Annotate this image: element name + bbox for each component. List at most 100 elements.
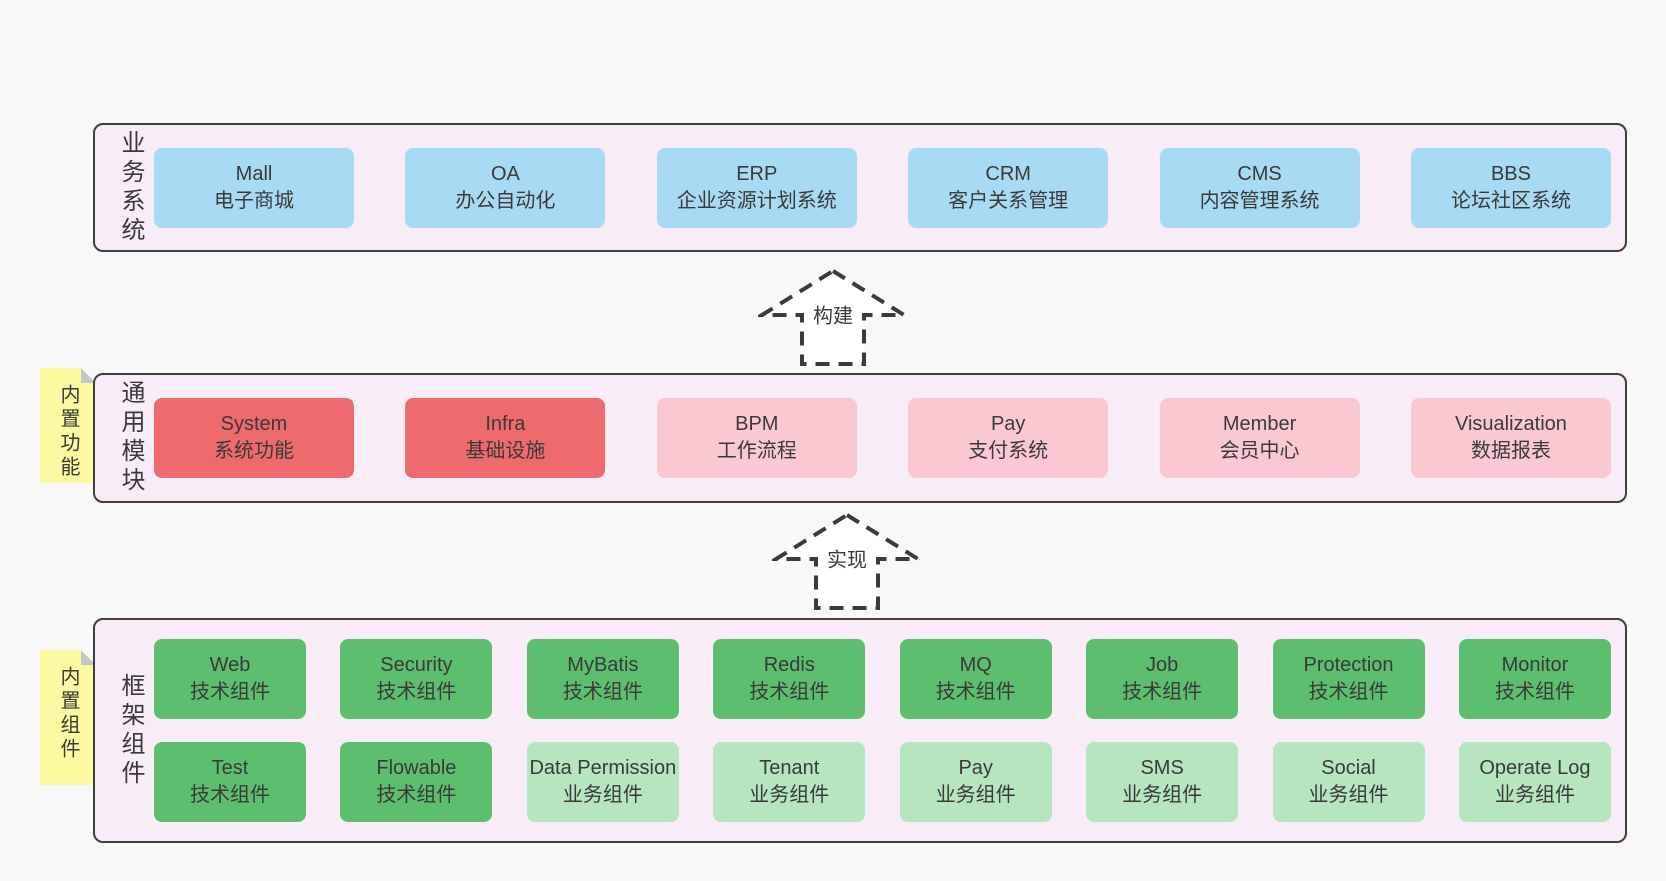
box-monitor: Monitor 技术组件 xyxy=(1458,639,1611,719)
box-title: Web xyxy=(209,654,251,676)
box-subtitle: 技术组件 xyxy=(935,681,1016,703)
box-title: BBS xyxy=(1490,162,1531,185)
box-data-permission: Data Permission 业务组件 xyxy=(526,742,679,822)
box-title: SMS xyxy=(1140,757,1184,779)
box-mybatis: MyBatis 技术组件 xyxy=(526,639,679,719)
box-subtitle: 业务组件 xyxy=(1494,784,1575,806)
arrow-build: 构建 xyxy=(754,268,912,368)
box-title: Mall xyxy=(235,162,273,185)
box-visualization: Visualization 数据报表 xyxy=(1410,398,1611,478)
box-title: MyBatis xyxy=(567,654,639,676)
arrow-implement-label: 实现 xyxy=(827,549,867,572)
box-mq: MQ 技术组件 xyxy=(899,639,1052,719)
box-redis: Redis 技术组件 xyxy=(713,639,866,719)
box-subtitle: 技术组件 xyxy=(190,784,270,806)
box-title: OA xyxy=(490,162,520,185)
box-test: Test 技术组件 xyxy=(154,742,306,822)
panel-business-systems: 业务系统 Mall 电子商城 OA 办公自动化 ERP 企业资源计划系统 CRM… xyxy=(93,123,1627,252)
box-title: Member xyxy=(1222,413,1297,435)
box-crm: CRM 客户关系管理 xyxy=(908,147,1109,228)
box-subtitle: 技术组件 xyxy=(749,681,830,703)
section-label-common-modules: 通用模块 xyxy=(117,380,144,496)
box-title: Visualization xyxy=(1454,413,1567,435)
box-sms: SMS 业务组件 xyxy=(1086,742,1239,822)
box-subtitle: 电子商城 xyxy=(214,189,294,212)
box-title: BPM xyxy=(735,413,779,435)
box-title: Flowable xyxy=(376,757,457,779)
box-subtitle: 数据报表 xyxy=(1470,440,1551,462)
box-subtitle: 会员中心 xyxy=(1219,440,1300,462)
box-subtitle: 技术组件 xyxy=(376,784,457,806)
box-subtitle: 技术组件 xyxy=(1122,681,1203,703)
box-subtitle: 支付系统 xyxy=(968,440,1049,462)
box-operate-log: Operate Log 业务组件 xyxy=(1458,742,1611,822)
box-subtitle: 技术组件 xyxy=(562,681,643,703)
note-text: 内置功能 xyxy=(57,384,79,480)
up-arrow-icon xyxy=(768,512,926,610)
box-title: Job xyxy=(1145,654,1179,676)
box-title: Pay xyxy=(990,413,1026,435)
box-subtitle: 内容管理系统 xyxy=(1199,189,1320,212)
box-pay-component: Pay 业务组件 xyxy=(899,742,1052,822)
box-subtitle: 技术组件 xyxy=(190,681,270,703)
box-title: Test xyxy=(211,757,249,779)
box-pay: Pay 支付系统 xyxy=(908,398,1109,478)
box-title: CMS xyxy=(1237,162,1282,185)
panel-framework-components: 框架组件 Web 技术组件 Security 技术组件 MyBatis 技术组件… xyxy=(93,618,1627,843)
box-subtitle: 业务组件 xyxy=(1122,784,1203,806)
sticky-note-builtin-features: 内置功能 xyxy=(40,368,96,483)
arrow-build-label: 构建 xyxy=(813,305,853,328)
box-title: Infra xyxy=(485,413,526,435)
box-subtitle: 业务组件 xyxy=(562,784,643,806)
box-title: Social xyxy=(1321,757,1376,779)
modules-box-row: System 系统功能 Infra 基础设施 BPM 工作流程 Pay 支付系统… xyxy=(154,398,1611,478)
framework-box-row-1: Web 技术组件 Security 技术组件 MyBatis 技术组件 Redi… xyxy=(154,639,1611,719)
box-subtitle: 客户关系管理 xyxy=(948,189,1069,212)
box-subtitle: 技术组件 xyxy=(1494,681,1575,703)
note-text: 内置组件 xyxy=(57,666,79,762)
box-subtitle: 技术组件 xyxy=(376,681,457,703)
box-bbs: BBS 论坛社区系统 xyxy=(1410,147,1611,228)
sticky-note-builtin-components: 内置组件 xyxy=(40,650,96,785)
box-social: Social 业务组件 xyxy=(1272,742,1425,822)
box-protection: Protection 技术组件 xyxy=(1272,639,1425,719)
box-subtitle: 办公自动化 xyxy=(455,189,556,212)
panel-common-modules: 通用模块 System 系统功能 Infra 基础设施 BPM 工作流程 Pay… xyxy=(93,373,1627,503)
box-title: MQ xyxy=(959,654,992,676)
box-subtitle: 业务组件 xyxy=(935,784,1016,806)
box-subtitle: 业务组件 xyxy=(1308,784,1389,806)
box-erp: ERP 企业资源计划系统 xyxy=(656,147,857,228)
box-title: Data Permission xyxy=(529,757,677,779)
box-subtitle: 系统功能 xyxy=(214,440,294,462)
box-title: Tenant xyxy=(759,757,820,779)
box-title: ERP xyxy=(736,162,778,185)
box-flowable: Flowable 技术组件 xyxy=(340,742,493,822)
box-security: Security 技术组件 xyxy=(340,639,493,719)
box-subtitle: 业务组件 xyxy=(749,784,830,806)
box-subtitle: 基础设施 xyxy=(465,440,546,462)
box-title: Protection xyxy=(1303,654,1394,676)
box-title: Pay xyxy=(958,757,993,779)
box-subtitle: 工作流程 xyxy=(716,440,797,462)
section-label-framework-components: 框架组件 xyxy=(117,672,144,789)
box-member: Member 会员中心 xyxy=(1159,398,1360,478)
box-subtitle: 技术组件 xyxy=(1308,681,1389,703)
box-title: Security xyxy=(380,654,453,676)
box-title: System xyxy=(220,413,288,435)
box-tenant: Tenant 业务组件 xyxy=(713,742,866,822)
box-title: Operate Log xyxy=(1479,757,1591,779)
box-job: Job 技术组件 xyxy=(1086,639,1239,719)
box-subtitle: 企业资源计划系统 xyxy=(676,189,837,212)
box-mall: Mall 电子商城 xyxy=(154,147,354,228)
box-subtitle: 论坛社区系统 xyxy=(1450,189,1571,212)
box-oa: OA 办公自动化 xyxy=(405,147,606,228)
arrow-implement: 实现 xyxy=(768,512,926,612)
box-title: Redis xyxy=(763,654,815,676)
box-web: Web 技术组件 xyxy=(154,639,306,719)
box-title: Monitor xyxy=(1501,654,1569,676)
box-infra: Infra 基础设施 xyxy=(405,398,606,478)
box-cms: CMS 内容管理系统 xyxy=(1159,147,1360,228)
box-title: CRM xyxy=(985,162,1031,185)
framework-box-row-2: Test 技术组件 Flowable 技术组件 Data Permission … xyxy=(154,742,1611,822)
section-label-business-systems: 业务系统 xyxy=(117,129,144,246)
